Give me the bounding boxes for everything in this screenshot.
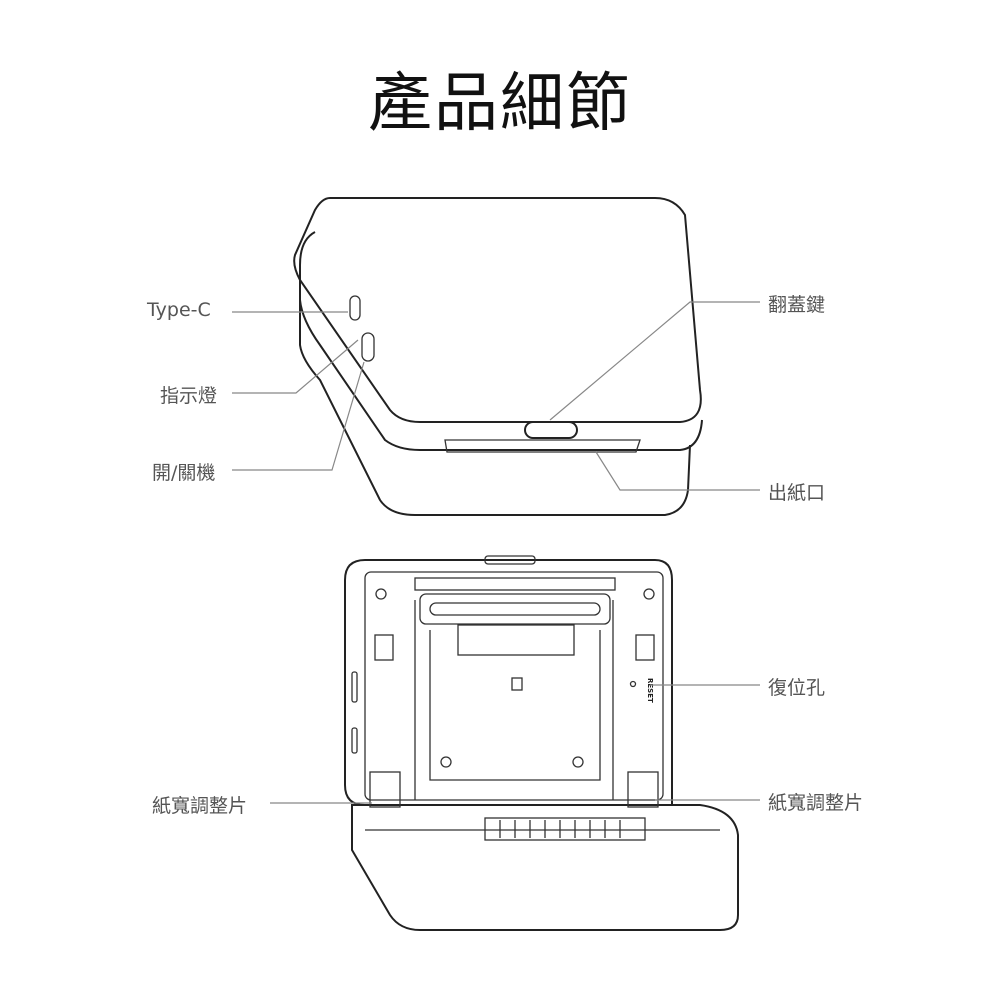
paper-width-tab-left (369, 771, 401, 808)
paper-width-tab-right (627, 771, 659, 808)
closed-printer-illustration (293, 197, 703, 516)
leader-lid-button (549, 301, 760, 421)
label-power: 開/關機 (152, 462, 216, 484)
leader-paper-outlet (595, 451, 760, 491)
reset-print: RESET (646, 678, 654, 703)
label-type-c: Type-C (147, 299, 211, 321)
paper-outlet-slot (444, 439, 641, 453)
type-c-port (349, 295, 361, 321)
page-title: 產品細節 (368, 67, 632, 141)
leader-power (232, 361, 365, 471)
label-paper-outlet: 出紙口 (768, 482, 826, 504)
open-printer-illustration: RESET (344, 555, 739, 931)
label-paper-width-left: 紙寬調整片 (152, 795, 248, 817)
label-reset-hole: 復位孔 (768, 677, 826, 699)
label-paper-width-right: 紙寬調整片 (768, 792, 864, 814)
reset-hole (629, 680, 637, 688)
label-indicator: 指示燈 (160, 385, 218, 407)
label-lid-button: 翻蓋鍵 (768, 294, 826, 316)
leader-indicator (232, 339, 359, 394)
indicator-power-button (361, 332, 375, 362)
lid-button-shape (524, 421, 578, 439)
